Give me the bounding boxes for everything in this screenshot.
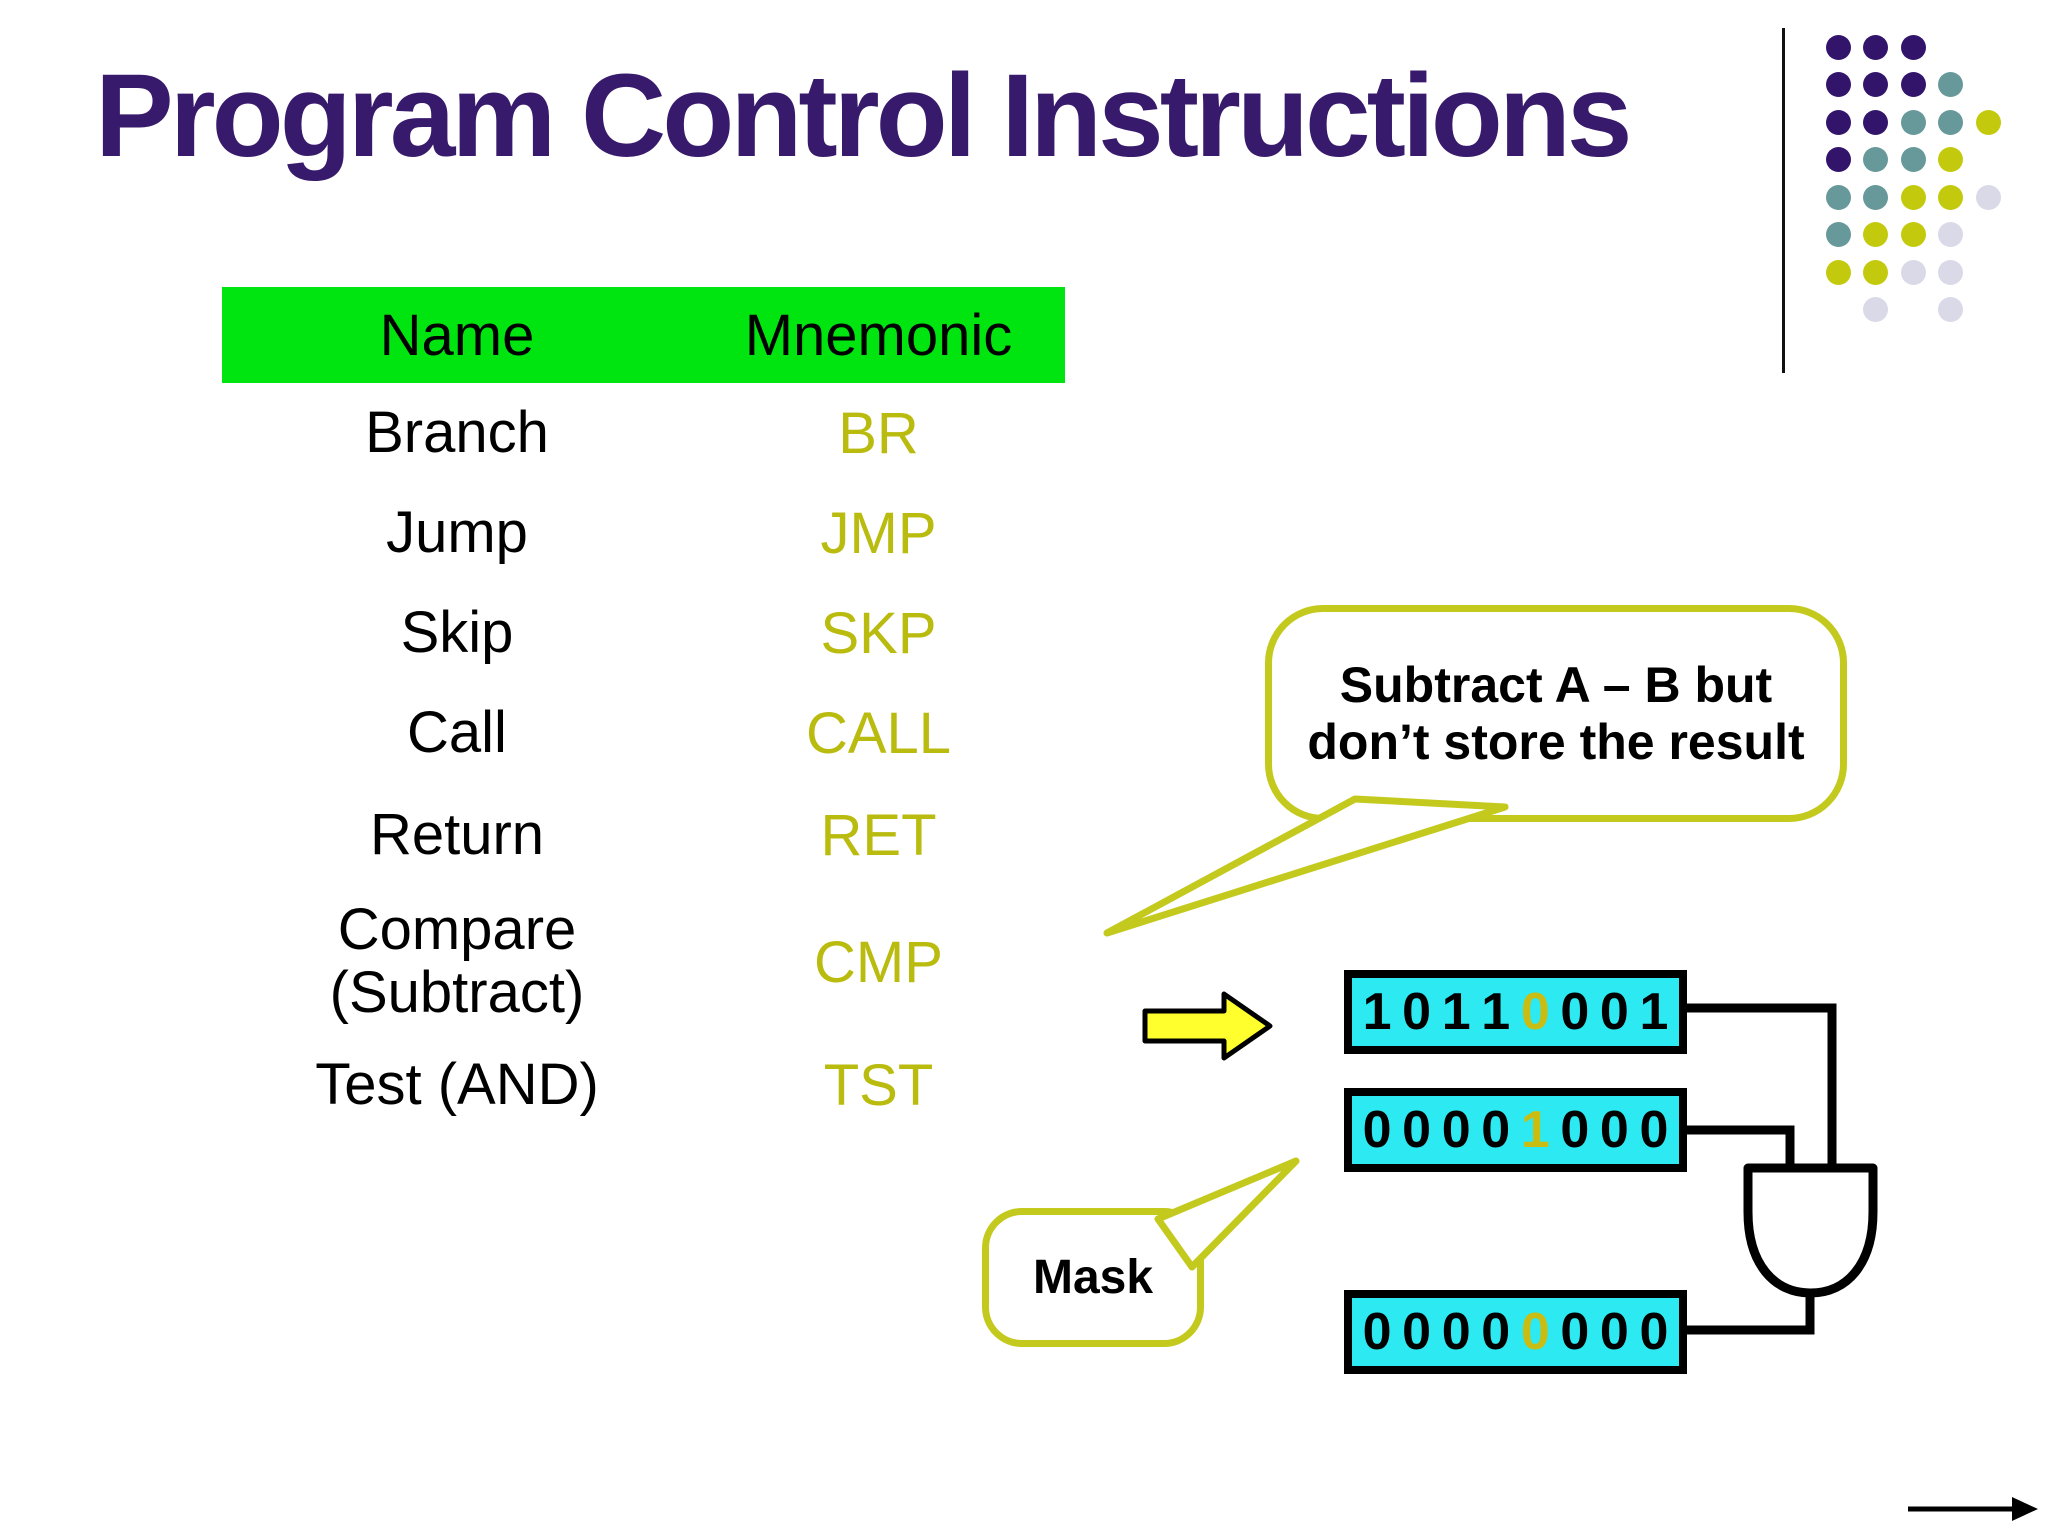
- bit: 0: [1560, 983, 1590, 1041]
- decor-dot: [1825, 72, 1851, 97]
- bit: 0: [1599, 983, 1629, 1041]
- decor-dot: [1863, 259, 1888, 285]
- table-row: Compare (Subtract) CMP: [222, 887, 1065, 1037]
- and-gate: [1743, 1163, 1878, 1298]
- table-row: Branch BR: [222, 383, 1065, 483]
- mnemonic-cell: SKP: [820, 600, 937, 666]
- decor-dot: [1938, 72, 1963, 97]
- wire-gate-to-result: [1687, 1288, 1815, 1335]
- mnemonic-cell: CALL: [805, 700, 952, 766]
- bit: 1: [1441, 983, 1471, 1041]
- wire-operand-to-gate: [1687, 1003, 1837, 1174]
- decor-dot: [1900, 259, 1926, 285]
- table-row: Return RET: [222, 783, 1065, 887]
- slide-title: Program Control Instructions: [95, 50, 1633, 182]
- decor-dot: [1863, 222, 1888, 247]
- decor-dot: [1825, 109, 1851, 135]
- bit: 1: [1639, 983, 1669, 1041]
- bit: 0: [1402, 983, 1432, 1041]
- bit: 1: [1362, 983, 1392, 1041]
- subtract-callout-text: Subtract A – B but don’t store the resul…: [1307, 656, 1805, 770]
- table-row: Call CALL: [222, 683, 1065, 783]
- bit: 0: [1441, 1303, 1471, 1361]
- column-header-mnemonic: Mnemonic: [744, 302, 1013, 368]
- bit: 0: [1639, 1101, 1669, 1159]
- decor-dot: [1825, 34, 1851, 60]
- wire-mask-to-gate: [1687, 1125, 1795, 1174]
- decor-dot: [1825, 184, 1851, 210]
- decor-dot: [1825, 147, 1851, 172]
- highlighted-bit: 1: [1520, 1101, 1550, 1159]
- mask-callout-text: Mask: [1032, 1251, 1154, 1304]
- mask-callout-bubble: Mask: [982, 1208, 1204, 1347]
- instruction-name-cell: Branch: [365, 399, 549, 465]
- decor-dot: [1975, 184, 2001, 210]
- mnemonic-cell: RET: [820, 802, 937, 868]
- mnemonic-cell: JMP: [820, 500, 937, 566]
- decor-dot: [1825, 259, 1851, 285]
- mnemonic-cell: TST: [823, 1052, 934, 1118]
- mnemonic-cell: BR: [838, 400, 919, 466]
- instruction-name-cell: Jump: [386, 499, 528, 565]
- bit: 0: [1362, 1303, 1392, 1361]
- bit: 0: [1560, 1101, 1590, 1159]
- bit: 1: [1481, 983, 1511, 1041]
- decor-dot: [1900, 147, 1926, 172]
- table-row: Test (AND) TST: [222, 1037, 1065, 1133]
- decor-dot: [1975, 109, 2001, 135]
- input-arrow-icon: [1142, 991, 1273, 1061]
- bit: 0: [1441, 1101, 1471, 1159]
- decor-dot: [1900, 34, 1926, 60]
- decor-dot: [1938, 297, 1963, 322]
- divider-line: [1782, 28, 1785, 373]
- decor-dot: [1900, 184, 1926, 210]
- bit: 0: [1481, 1303, 1511, 1361]
- decor-dot: [1863, 184, 1888, 210]
- bit: 0: [1402, 1101, 1432, 1159]
- decor-dot: [1863, 72, 1888, 97]
- instruction-name-cell: Compare (Subtract): [329, 897, 585, 1025]
- decor-dot: [1938, 109, 1963, 135]
- bit: 0: [1639, 1303, 1669, 1361]
- bit: 0: [1402, 1303, 1432, 1361]
- bit: 0: [1560, 1303, 1590, 1361]
- instruction-table: Name Mnemonic Branch BR Jump JMP Skip SKP Call…: [222, 287, 1065, 1133]
- instruction-name-cell: Return: [369, 801, 545, 867]
- table-header: Name Mnemonic: [222, 287, 1065, 383]
- mnemonic-cell: CMP: [814, 929, 943, 995]
- decor-dot: [1900, 222, 1926, 247]
- table-row: Skip SKP: [222, 583, 1065, 683]
- decor-dot: [1938, 259, 1963, 285]
- decor-dot: [1825, 222, 1851, 247]
- decor-dot: [1938, 184, 1963, 210]
- instruction-name-cell: Skip: [400, 599, 514, 665]
- decor-dot: [1863, 109, 1888, 135]
- decor-dot: [1863, 34, 1888, 60]
- decor-dot: [1900, 109, 1926, 135]
- highlighted-bit: 0: [1520, 1303, 1550, 1361]
- table-body: Branch BR Jump JMP Skip SKP Call CALL Return RET C…: [222, 383, 1065, 1133]
- bit: 0: [1362, 1101, 1392, 1159]
- subtract-callout-bubble: Subtract A – B but don’t store the resul…: [1265, 605, 1847, 822]
- next-slide-arrow-head: [2012, 1497, 2038, 1521]
- instruction-name-cell: Call: [407, 699, 507, 765]
- bit: 0: [1599, 1101, 1629, 1159]
- column-header-name: Name: [379, 302, 535, 368]
- decor-dot: [1863, 147, 1888, 172]
- decor-dot: [1900, 72, 1926, 97]
- decor-dot: [1938, 222, 1963, 247]
- table-row: Jump JMP: [222, 483, 1065, 583]
- instruction-name-cell: Test (AND): [315, 1051, 599, 1117]
- highlighted-bit: 0: [1520, 983, 1550, 1041]
- bit: 0: [1481, 1101, 1511, 1159]
- bit: 0: [1599, 1303, 1629, 1361]
- decor-dot: [1938, 147, 1963, 172]
- decor-dot: [1863, 297, 1888, 322]
